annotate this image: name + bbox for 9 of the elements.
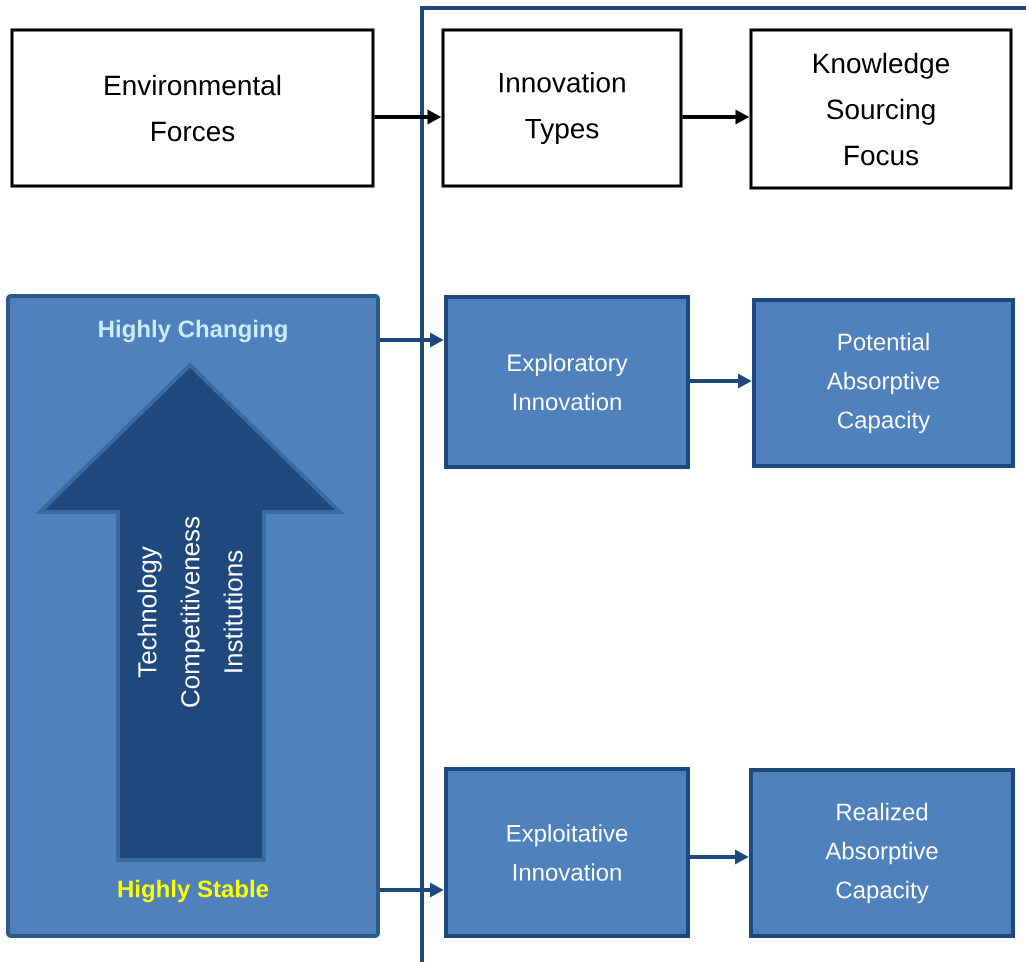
scale-label: Highly Changing [99,319,287,343]
process-box: Realized Absorptive Capacity [749,768,1015,938]
process-box: Exploitative Innovation [444,767,690,938]
header-box: Knowledge Sourcing Focus [749,28,1013,190]
scale-label: Highly Stable [118,879,269,903]
header-box: Innovation Types [441,28,683,188]
process-box: Exploratory Innovation [444,295,690,469]
process-box: Potential Absorptive Capacity [752,298,1015,468]
header-box: Environmental Forces [10,28,375,188]
